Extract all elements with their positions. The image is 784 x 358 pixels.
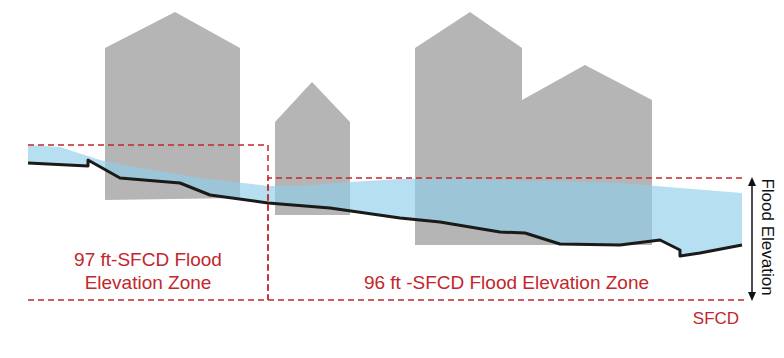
ground-line — [28, 160, 742, 256]
zone-label: 97 ft-SFCD Flood Elevation Zone — [28, 248, 268, 294]
zone-label: 96 ft -SFCD Flood Elevation Zone — [268, 271, 745, 294]
zone-outline — [268, 178, 745, 300]
flood-water — [28, 145, 742, 256]
sfcd-line — [28, 299, 745, 301]
elevation-arrow — [751, 181, 753, 297]
flood-zone: 97 ft-SFCD Flood Elevation Zone — [28, 145, 268, 300]
axis-label: Flood Elevation — [757, 178, 777, 295]
zone-outline — [28, 145, 268, 300]
flood-zone: 96 ft -SFCD Flood Elevation Zone — [268, 178, 745, 300]
datum-label: SFCD — [693, 309, 739, 329]
